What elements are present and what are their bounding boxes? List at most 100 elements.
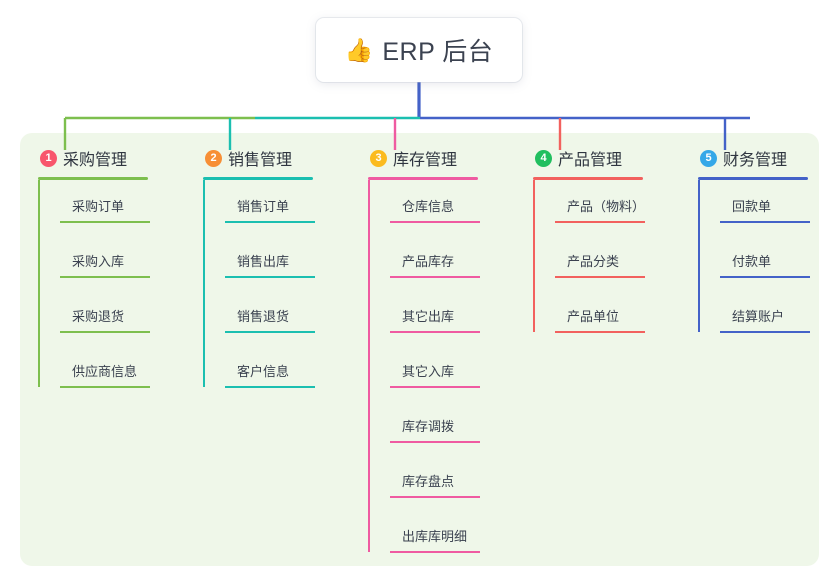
- branch-title-2: 销售管理: [228, 152, 293, 169]
- branch-title-1: 采购管理: [63, 152, 128, 169]
- leaf-label: 采购订单: [72, 199, 125, 214]
- leaf-item[interactable]: 其它出库: [390, 290, 518, 345]
- leaf-rule: [720, 331, 810, 333]
- leaf-item[interactable]: 供应商信息: [60, 345, 188, 400]
- leaf-spine-2: [203, 180, 205, 387]
- leaf-label: 其它入库: [402, 364, 455, 379]
- branch-title-5: 财务管理: [723, 152, 788, 169]
- leaf-rule: [720, 221, 810, 223]
- leaf-label: 其它出库: [402, 309, 455, 324]
- leaf-item[interactable]: 销售订单: [225, 180, 353, 235]
- branch-badge-5: 5: [700, 149, 717, 167]
- leaf-rule: [390, 276, 480, 278]
- branch-column-4: 4 产品管理产品（物料） 产品分类产品单位: [533, 146, 683, 345]
- branch-rule-4: [533, 177, 643, 180]
- leaf-rule: [60, 221, 150, 223]
- branch-badge-1: 1: [40, 149, 57, 167]
- leaf-label: 仓库信息: [402, 199, 455, 214]
- leaf-item[interactable]: 其它入库: [390, 345, 518, 400]
- leaf-label: 产品分类: [567, 254, 620, 269]
- leaf-label: 回款单: [732, 199, 772, 214]
- leaf-spine-4: [533, 180, 535, 332]
- leaf-label: 出库库明细: [402, 529, 468, 544]
- leaf-rule: [60, 331, 150, 333]
- leaf-item[interactable]: 产品单位: [555, 290, 683, 345]
- leaf-label: 结算账户: [732, 309, 785, 324]
- leaf-item[interactable]: 付款单: [720, 235, 839, 290]
- branch-badge-2: 2: [205, 149, 222, 167]
- leaf-item[interactable]: 出库库明细: [390, 510, 518, 565]
- leaf-item[interactable]: 销售退货: [225, 290, 353, 345]
- root-node-card[interactable]: 👍 ERP 后台: [316, 18, 522, 82]
- branch-rule-2: [203, 177, 313, 180]
- leaf-rule: [390, 221, 480, 223]
- leaf-list-5: 回款单付款单结算账户: [698, 180, 839, 345]
- leaf-label: 供应商信息: [72, 364, 138, 379]
- leaf-label: 销售出库: [237, 254, 290, 269]
- leaf-item[interactable]: 产品库存: [390, 235, 518, 290]
- branch-header-3[interactable]: 3 库存管理: [368, 146, 518, 170]
- leaf-item[interactable]: 结算账户: [720, 290, 839, 345]
- leaf-rule: [225, 276, 315, 278]
- leaf-rule: [555, 331, 645, 333]
- leaf-rule: [555, 221, 645, 223]
- leaf-label: 客户信息: [237, 364, 290, 379]
- leaf-item[interactable]: 库存盘点: [390, 455, 518, 510]
- leaf-item[interactable]: 回款单: [720, 180, 839, 235]
- leaf-label: 销售订单: [237, 199, 290, 214]
- branch-header-4[interactable]: 4 产品管理: [533, 146, 683, 170]
- leaf-item[interactable]: 采购退货: [60, 290, 188, 345]
- leaf-item[interactable]: 产品（物料）: [555, 180, 683, 235]
- leaf-item[interactable]: 库存调拨: [390, 400, 518, 455]
- leaf-label: 库存调拨: [402, 419, 455, 434]
- leaf-list-1: 采购订单采购入库采购退货供应商信息: [38, 180, 188, 400]
- branch-title-4: 产品管理: [558, 152, 623, 169]
- leaf-spine-5: [698, 180, 700, 332]
- branch-rule-5: [698, 177, 808, 180]
- leaf-rule: [390, 496, 480, 498]
- branch-badge-4: 4: [535, 149, 552, 167]
- leaf-rule: [225, 386, 315, 388]
- leaf-list-4: 产品（物料） 产品分类产品单位: [533, 180, 683, 345]
- leaf-item[interactable]: 采购订单: [60, 180, 188, 235]
- branch-column-5: 5 财务管理回款单付款单结算账户: [698, 146, 839, 345]
- leaf-rule: [390, 551, 480, 553]
- branch-header-2[interactable]: 2 销售管理: [203, 146, 353, 170]
- root-node-inner: 👍 ERP 后台: [345, 32, 494, 68]
- branch-title-3: 库存管理: [393, 152, 458, 169]
- branch-column-2: 2 销售管理销售订单销售出库销售退货客户信息: [203, 146, 353, 400]
- branch-rule-1: [38, 177, 148, 180]
- leaf-rule: [60, 386, 150, 388]
- leaf-rule: [555, 276, 645, 278]
- branch-column-1: 1 采购管理采购订单采购入库采购退货供应商信息: [38, 146, 188, 400]
- leaf-list-3: 仓库信息产品库存其它出库其它入库库存调拨库存盘点出库库明细: [368, 180, 518, 565]
- root-node-title: ERP 后台: [382, 38, 494, 66]
- leaf-rule: [390, 386, 480, 388]
- leaf-item[interactable]: 仓库信息: [390, 180, 518, 235]
- leaf-rule: [390, 331, 480, 333]
- branch-header-1[interactable]: 1 采购管理: [38, 146, 188, 170]
- leaf-item[interactable]: 产品分类: [555, 235, 683, 290]
- branch-header-5[interactable]: 5 财务管理: [698, 146, 839, 170]
- leaf-label: 采购退货: [72, 309, 125, 324]
- diagram-panel: [20, 133, 819, 566]
- leaf-item[interactable]: 销售出库: [225, 235, 353, 290]
- leaf-spine-3: [368, 180, 370, 552]
- leaf-rule: [390, 441, 480, 443]
- leaf-label: 付款单: [732, 254, 772, 269]
- leaf-label: 采购入库: [72, 254, 125, 269]
- leaf-label: 产品单位: [567, 309, 620, 324]
- leaf-label: 库存盘点: [402, 474, 455, 489]
- leaf-item[interactable]: 客户信息: [225, 345, 353, 400]
- leaf-label: 产品（物料）: [567, 199, 646, 214]
- leaf-label: 销售退货: [237, 309, 290, 324]
- leaf-spine-1: [38, 180, 40, 387]
- leaf-rule: [225, 221, 315, 223]
- leaf-rule: [720, 276, 810, 278]
- leaf-item[interactable]: 采购入库: [60, 235, 188, 290]
- branch-badge-3: 3: [370, 149, 387, 167]
- thumbs-up-icon: 👍: [344, 36, 374, 63]
- leaf-rule: [60, 276, 150, 278]
- branch-column-3: 3 库存管理仓库信息产品库存其它出库其它入库库存调拨库存盘点出库库明细: [368, 146, 518, 565]
